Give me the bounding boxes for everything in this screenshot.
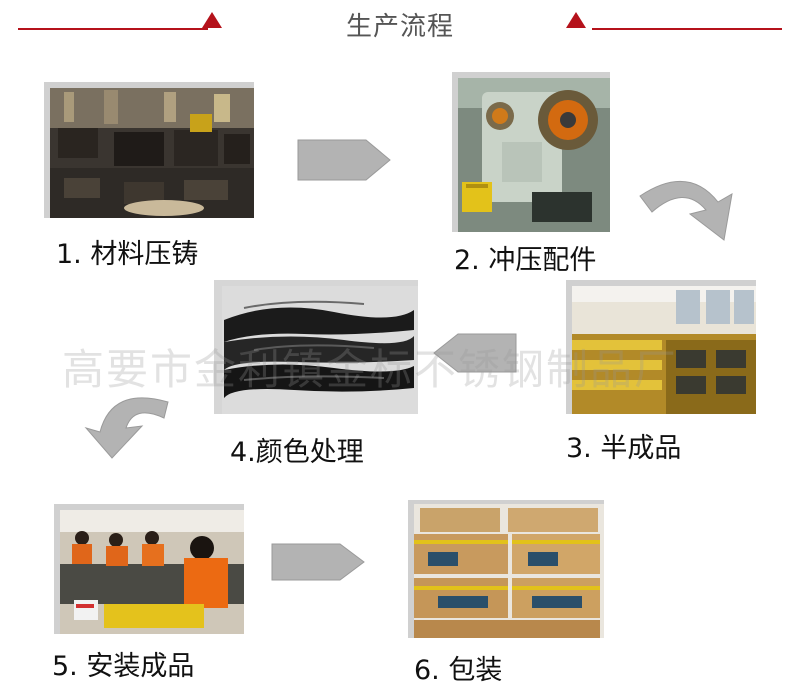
arrow-right-2-icon <box>271 543 365 581</box>
photo-semi-finished <box>566 280 756 414</box>
header-line-left <box>18 28 208 30</box>
header-triangle-right <box>566 12 586 28</box>
packaging-boxes-image <box>408 500 604 638</box>
photo-material-casting <box>44 82 254 218</box>
arrow-left-icon <box>433 333 517 373</box>
photo-color-treatment <box>214 280 418 414</box>
arrow-right-1-icon <box>297 139 391 181</box>
assembly-workers-image <box>54 504 244 634</box>
punch-press-image <box>452 72 610 232</box>
watermark-text: 高要市金利镇金标不锈钢制品厂 <box>62 345 679 394</box>
arrow-curve-down-right-icon <box>639 181 733 241</box>
arrow-curve-down-left-icon <box>84 397 169 459</box>
step-label-3: 3. 半成品 <box>566 433 682 464</box>
black-parts-image <box>214 280 418 414</box>
photo-assembly <box>54 504 244 634</box>
step-label-5: 5. 安装成品 <box>52 651 195 682</box>
warehouse-image <box>566 280 756 414</box>
step-label-6: 6. 包装 <box>414 655 503 686</box>
header-line-right <box>592 28 782 30</box>
step-label-1: 1. 材料压铸 <box>56 239 199 270</box>
header-triangle-left <box>202 12 222 28</box>
casting-workshop-image <box>44 82 254 218</box>
photo-stamping <box>452 72 610 232</box>
photo-packaging <box>408 500 604 638</box>
page-title: 生产流程 <box>345 12 454 42</box>
step-label-2: 2. 冲压配件 <box>454 245 597 276</box>
step-label-4: 4.颜色处理 <box>230 437 364 468</box>
